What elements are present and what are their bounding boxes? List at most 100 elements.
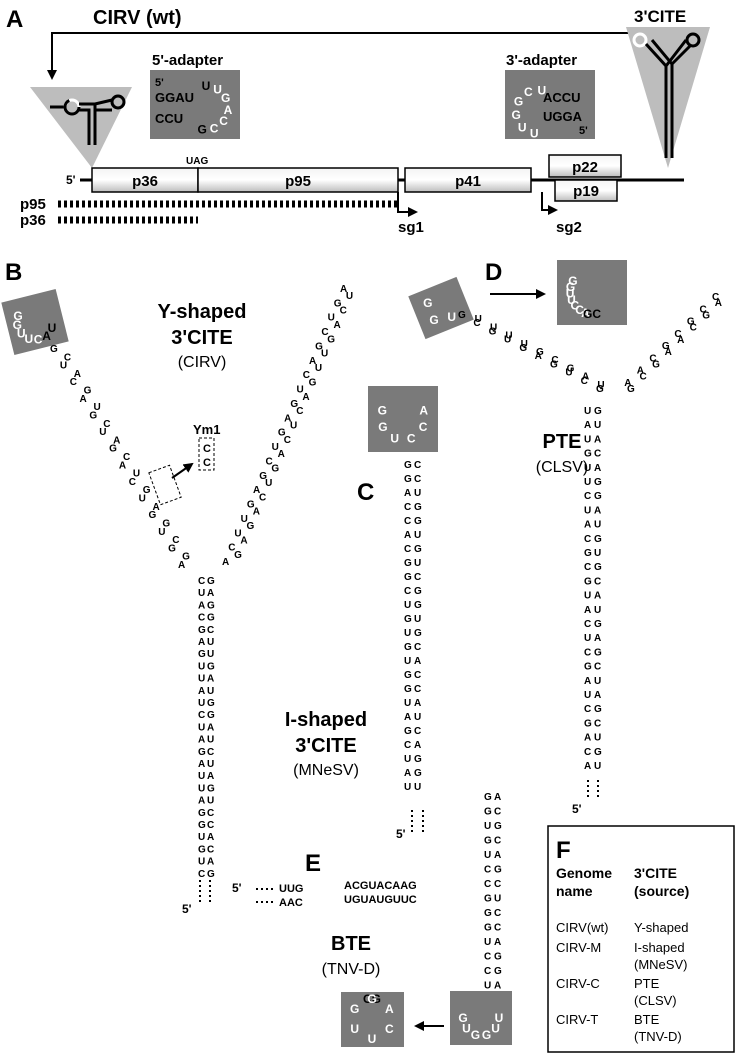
nucleotide: G [414, 628, 422, 639]
nucleotide: C [690, 323, 697, 334]
nucleotide: C [404, 544, 411, 555]
nucleotide: C [103, 419, 110, 430]
nucleotide: A [309, 356, 316, 367]
panel-b-loop-box [1, 289, 69, 355]
orf-p36-label: p36 [132, 173, 158, 190]
nucleotide: A [153, 502, 160, 513]
nucleotide: G [584, 718, 592, 729]
ym1-base1: C [203, 443, 211, 455]
nucleotide: C [414, 474, 421, 485]
nucleotide: G [207, 613, 215, 624]
nucleotide: U [594, 733, 601, 744]
nucleotide: G [423, 296, 432, 310]
panel-e-source: (TNV-D) [322, 961, 381, 978]
nucleotide: G [484, 923, 492, 934]
nucleotide: U [346, 291, 353, 302]
panel-c-loop-box [368, 386, 438, 452]
nucleotide: A [419, 403, 428, 417]
nucleotide: U [368, 1032, 377, 1046]
table-row: CIRV-M [556, 940, 601, 955]
nucleotide: C [340, 306, 347, 317]
nucleotide: G [702, 310, 710, 321]
cite-structure-icon [632, 32, 701, 158]
nucleotide: G [148, 510, 156, 521]
panel-a-letter: A [6, 6, 23, 33]
nucleotide: C [207, 808, 214, 819]
five-adapter-title: 5'-adapter [152, 52, 223, 69]
nucleotide: C [649, 353, 656, 364]
nucleotide: A [404, 768, 411, 779]
nucleotide: U [484, 981, 491, 992]
nucleotide: C [321, 327, 328, 338]
nucleotide: U [213, 82, 222, 96]
nucleotide: A [207, 722, 214, 733]
nucleotide: C [259, 492, 266, 503]
nucleotide: A [584, 605, 591, 616]
nucleotide: C [584, 647, 591, 658]
nucleotide: U [139, 494, 146, 505]
nucleotide: C [404, 502, 411, 513]
nucleotide: C [594, 718, 601, 729]
nucleotide: G [519, 343, 527, 354]
nucleotide: G [247, 521, 255, 532]
nucleotide: U [198, 674, 205, 685]
nucleotide: C [699, 304, 706, 315]
nucleotide: A [584, 761, 591, 772]
nucleotide: U [504, 335, 511, 346]
nucleotide: A [594, 463, 601, 474]
nucleotide: C [594, 576, 601, 587]
nucleotide: A [404, 712, 411, 723]
panel-e-row3: ACGUACAAG [344, 880, 417, 892]
nucleotide: A [494, 937, 501, 948]
nucleotide: C [594, 449, 601, 460]
panel-f: F Genomename3'CITE(source)CIRV(wt)Y-shap… [547, 825, 735, 1053]
nucleotide: G [207, 576, 215, 587]
orf-p41-label: p41 [455, 173, 481, 190]
nucleotide: C [494, 923, 501, 934]
nucleotide: C [484, 879, 491, 890]
nucleotide: C [198, 613, 205, 624]
nucleotide: U [494, 894, 501, 905]
three-adapter-end: 5' [579, 125, 588, 137]
panel-d-title: PTE [543, 431, 582, 453]
nucleotide: G [404, 460, 412, 471]
nucleotide: G [50, 344, 58, 355]
nucleotide: C [594, 662, 601, 673]
nucleotide: G [584, 576, 592, 587]
nucleotide: G [458, 1011, 467, 1025]
nucleotide: C [296, 406, 303, 417]
nucleotide: A [333, 320, 340, 331]
nucleotide: G [584, 548, 592, 559]
orf-p95-label: p95 [285, 173, 311, 190]
nucleotide: G [271, 464, 279, 475]
nucleotide: A [207, 674, 214, 685]
three-prime-triangle [626, 27, 710, 168]
nucleotide: G [594, 562, 602, 573]
nucleotide: U [414, 488, 421, 499]
nucleotide: G [429, 313, 438, 327]
nucleotide: G [594, 534, 602, 545]
panel-e-row4: UGUAUGUUC [344, 894, 417, 906]
nucleotide: G [404, 726, 412, 737]
nucleotide: U [133, 469, 140, 480]
panel-b-letter: B [5, 259, 22, 286]
nucleotide: G [207, 600, 215, 611]
orf-p41 [404, 167, 532, 193]
nucleotide: C [198, 710, 205, 721]
nucleotide: G [594, 647, 602, 658]
nucleotide: C [407, 431, 416, 445]
nucleotide: A [224, 103, 233, 117]
nucleotide: U [584, 434, 591, 445]
nucleotide: G [198, 820, 206, 831]
nucleotide: U [414, 614, 421, 625]
nucleotide: G [309, 377, 317, 388]
nucleotide: G [404, 614, 412, 625]
nucleotide: U [584, 406, 591, 417]
nucleotide: A [198, 759, 205, 770]
orf-p22 [548, 154, 622, 178]
